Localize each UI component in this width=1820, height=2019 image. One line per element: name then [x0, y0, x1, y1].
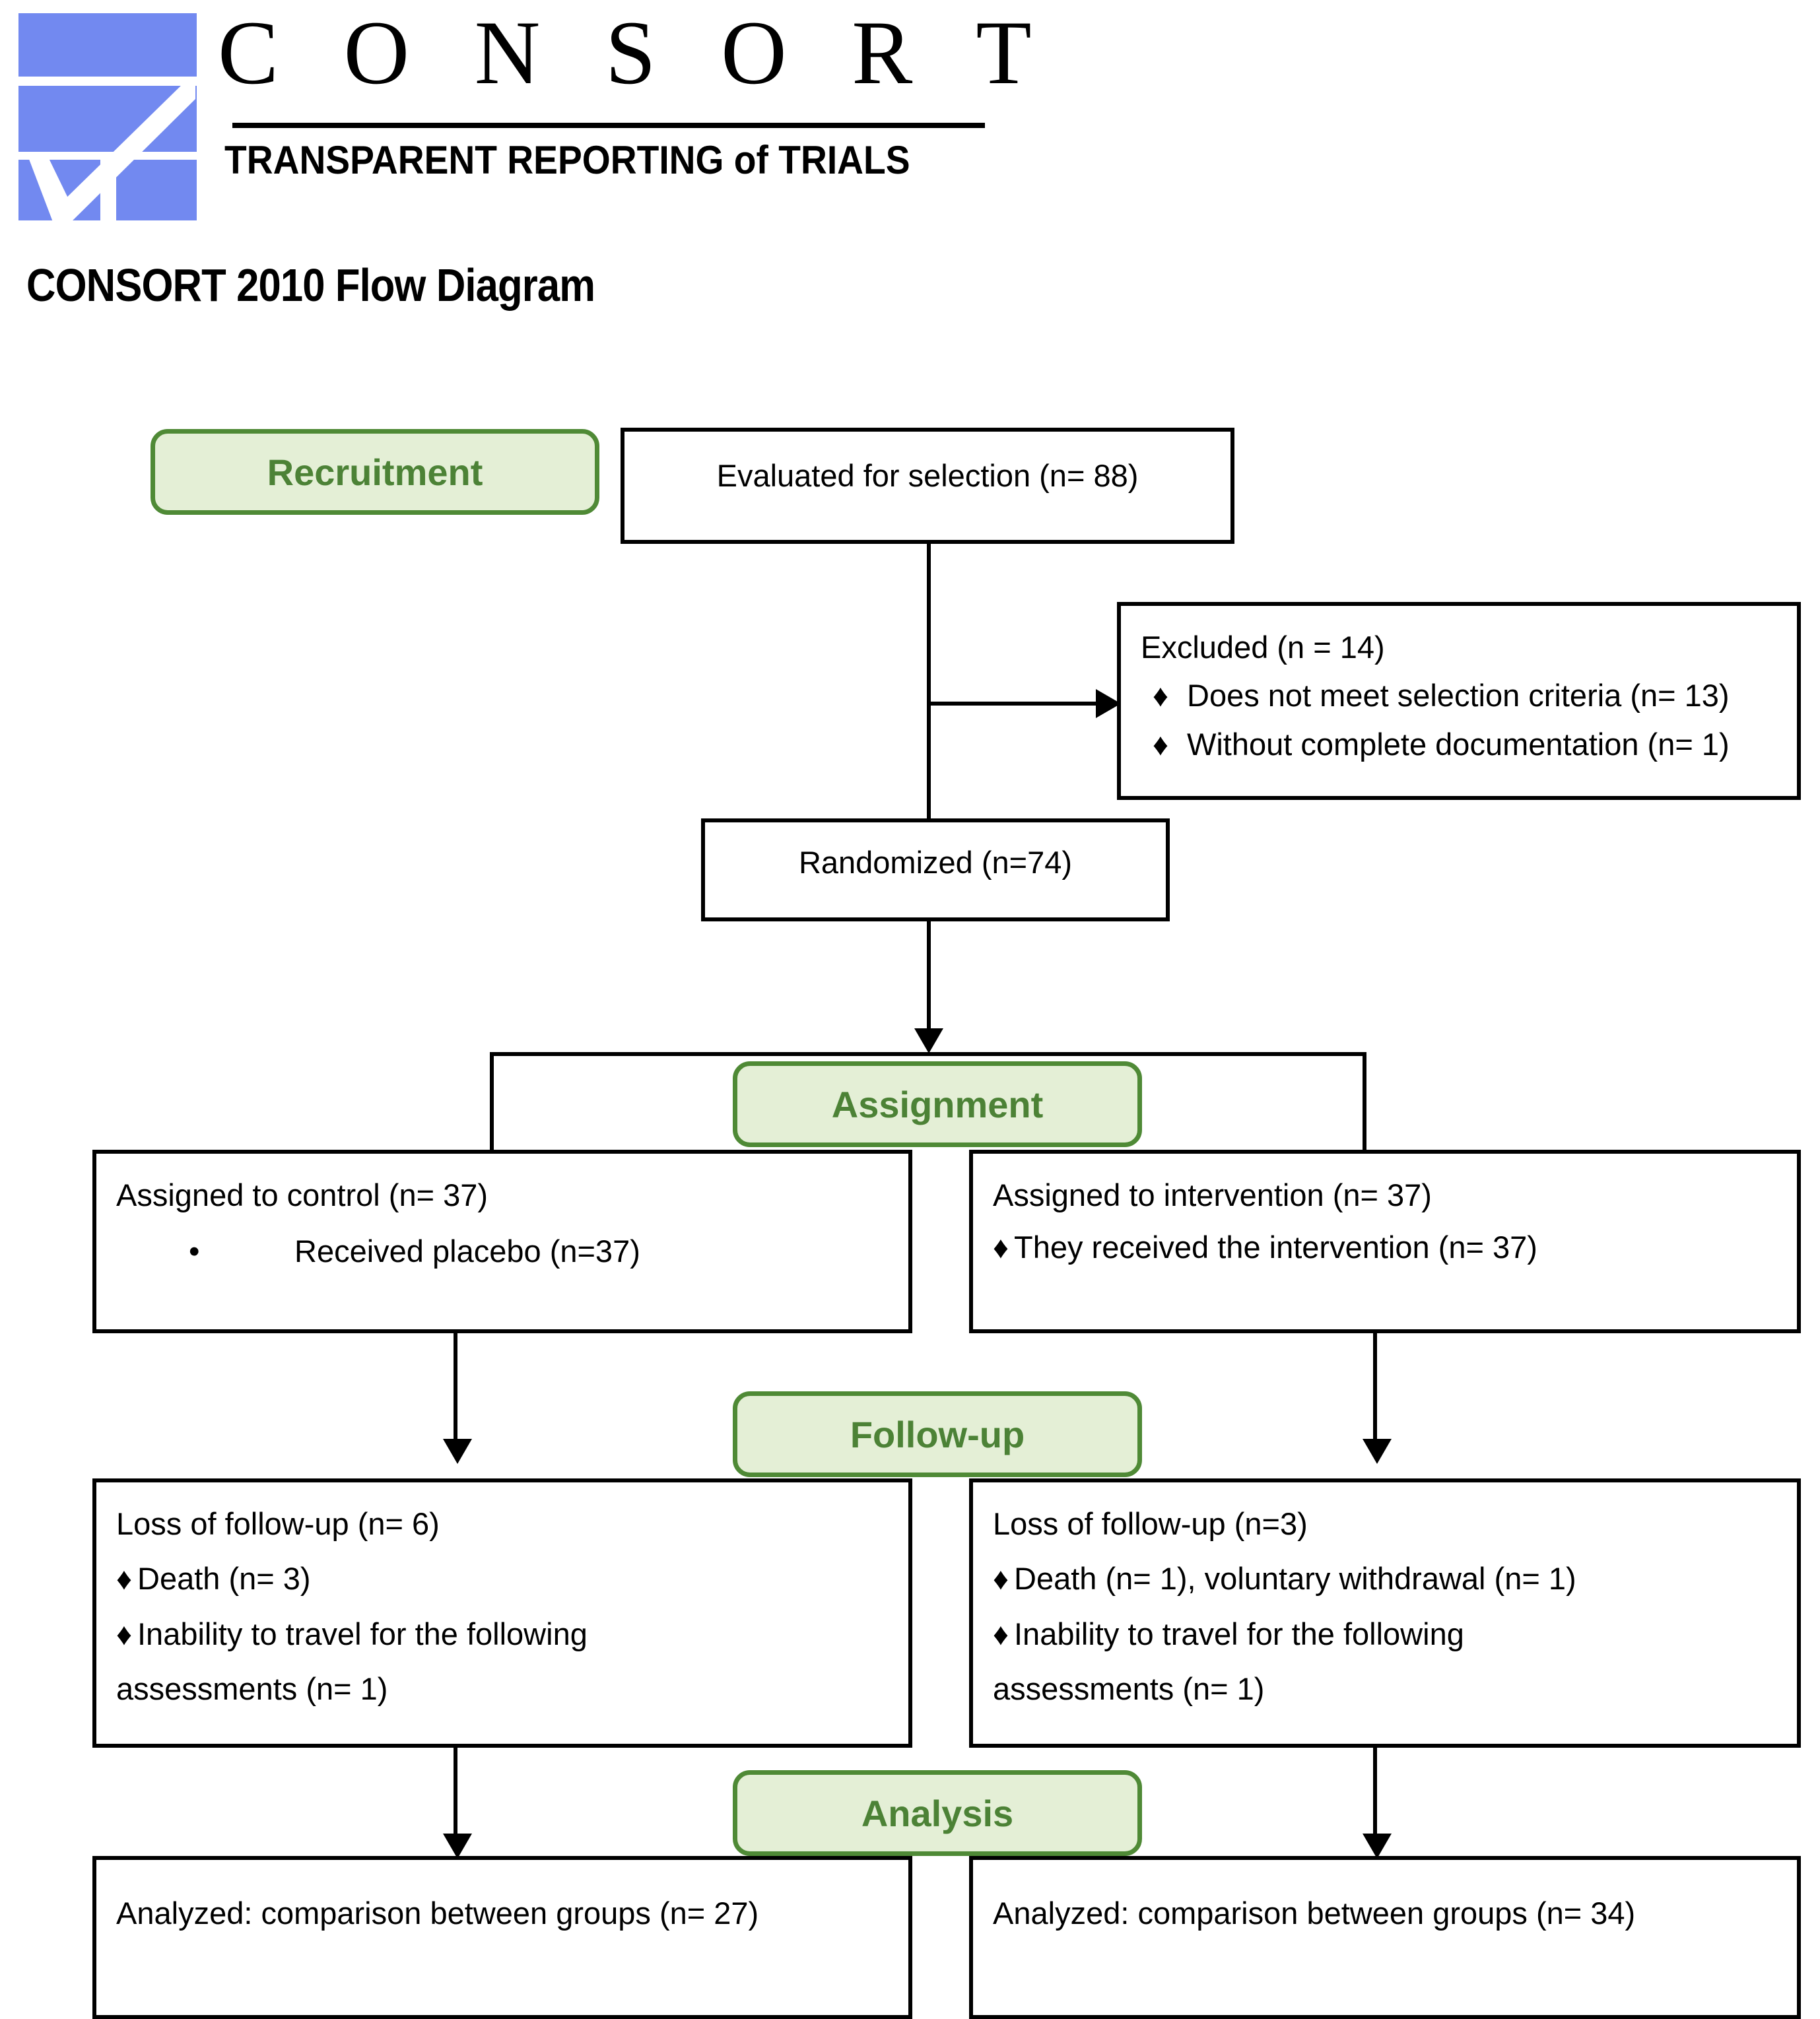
arrowhead-randomized-down — [914, 1028, 943, 1053]
excluded-title: Excluded (n = 14) — [1141, 630, 1385, 665]
evaluated-title: Evaluated for selection (n= 88) — [716, 458, 1139, 493]
connector-followup-to-analysis-right — [1373, 1746, 1377, 1838]
followup-intervention-item-0-text: Death (n= 1), voluntary withdrawal (n= 1… — [1014, 1561, 1576, 1597]
diamond-bullet-icon: ♦ — [993, 1616, 1009, 1651]
followup-control-item-0-text: Death (n= 3) — [137, 1561, 311, 1597]
stage-label-assignment: Assignment — [831, 1083, 1044, 1125]
box-evaluated: Evaluated for selection (n= 88) — [621, 428, 1234, 544]
analyzed-intervention-title: Analyzed: comparison between groups (n= … — [993, 1896, 1636, 1931]
round-bullet-icon: • — [189, 1234, 200, 1269]
diamond-bullet-icon: ♦ — [116, 1616, 132, 1651]
stage-label-followup: Follow-up — [850, 1413, 1025, 1455]
excluded-item-1: ♦ Without complete documentation (n= 1) — [1141, 725, 1777, 763]
followup-control-item-0: ♦ Death (n= 3) — [116, 1560, 889, 1597]
page-title: CONSORT 2010 Flow Diagram — [26, 259, 595, 311]
diamond-bullet-icon: ♦ — [993, 1561, 1009, 1597]
logo-block-bottom-right — [116, 160, 197, 220]
followup-control-title: Loss of follow-up (n= 6) — [116, 1506, 440, 1541]
box-assigned-intervention: Assigned to intervention (n= 37) ♦ They … — [969, 1150, 1801, 1333]
box-analyzed-intervention: Analyzed: comparison between groups (n= … — [969, 1856, 1801, 2019]
arrowhead-to-excluded — [1096, 689, 1121, 718]
box-randomized: Randomized (n=74) — [701, 818, 1170, 921]
diamond-bullet-icon: ♦ — [1153, 726, 1168, 762]
assigned-intervention-item-0-text: They received the intervention (n= 37) — [1014, 1230, 1537, 1265]
stage-pill-followup: Follow-up — [733, 1391, 1142, 1477]
box-followup-intervention: Loss of follow-up (n=3) ♦ Death (n= 1), … — [969, 1478, 1801, 1748]
stage-pill-analysis: Analysis — [733, 1770, 1142, 1856]
connector-control-to-followup — [454, 1332, 457, 1444]
followup-intervention-item-1: ♦ Inability to travel for the following — [993, 1615, 1777, 1653]
followup-control-item-1-text: Inability to travel for the following — [137, 1616, 588, 1651]
diamond-bullet-icon: ♦ — [116, 1561, 132, 1597]
arrowhead-control-followup — [443, 1439, 472, 1464]
excluded-item-0-text: Does not meet selection criteria (n= 13) — [1187, 678, 1730, 713]
assigned-intervention-title: Assigned to intervention (n= 37) — [993, 1177, 1432, 1212]
consort-logo — [18, 13, 197, 222]
followup-intervention-continuation: assessments (n= 1) — [993, 1671, 1265, 1706]
arrowhead-analysis-right — [1363, 1834, 1392, 1859]
connector-followup-to-analysis-left — [454, 1746, 457, 1838]
connector-split-left — [490, 1052, 494, 1177]
stage-pill-recruitment: Recruitment — [151, 429, 599, 515]
assigned-intervention-item-0: ♦ They received the intervention (n= 37) — [993, 1228, 1777, 1266]
stage-label-recruitment: Recruitment — [267, 451, 483, 493]
followup-intervention-title: Loss of follow-up (n=3) — [993, 1506, 1308, 1541]
checkmark-icon — [28, 83, 195, 222]
wordmark-divider — [232, 123, 985, 128]
connector-intervention-to-followup — [1373, 1332, 1377, 1444]
connector-evaluated-to-excluded — [927, 702, 1100, 706]
arrowhead-analysis-left — [443, 1834, 472, 1859]
excluded-item-0: ♦ Does not meet selection criteria (n= 1… — [1141, 677, 1777, 714]
assigned-control-item-0-text: Received placebo (n=37) — [294, 1234, 640, 1269]
followup-control-continuation: assessments (n= 1) — [116, 1671, 388, 1706]
connector-split-bar — [490, 1052, 1366, 1056]
box-followup-control: Loss of follow-up (n= 6) ♦ Death (n= 3) … — [92, 1478, 912, 1748]
consort-wordmark: C O N S O R T TRANSPARENT REPORTING of T… — [218, 2, 1053, 182]
diamond-bullet-icon: ♦ — [993, 1230, 1009, 1265]
followup-intervention-item-1-text: Inability to travel for the following — [1014, 1616, 1464, 1651]
arrowhead-intervention-followup — [1363, 1439, 1392, 1464]
diamond-bullet-icon: ♦ — [1153, 678, 1168, 713]
randomized-title: Randomized (n=74) — [798, 845, 1073, 880]
box-analyzed-control: Analyzed: comparison between groups (n= … — [92, 1856, 912, 2019]
logo-block-top — [18, 13, 197, 77]
box-excluded: Excluded (n = 14) ♦ Does not meet select… — [1117, 602, 1801, 800]
connector-randomized-down — [927, 921, 931, 1034]
wordmark-tagline: TRANSPARENT REPORTING of TRIALS — [224, 138, 910, 182]
box-assigned-control: Assigned to control (n= 37) • Received p… — [92, 1150, 912, 1333]
analyzed-control-title: Analyzed: comparison between groups (n= … — [116, 1896, 759, 1931]
excluded-item-1-text: Without complete documentation (n= 1) — [1187, 726, 1730, 762]
assigned-control-item-0: • Received placebo (n=37) — [116, 1232, 889, 1270]
stage-pill-assignment: Assignment — [733, 1061, 1142, 1147]
assigned-control-title: Assigned to control (n= 37) — [116, 1177, 489, 1212]
stage-label-analysis: Analysis — [861, 1792, 1014, 1834]
followup-control-item-1: ♦ Inability to travel for the following — [116, 1615, 889, 1653]
followup-intervention-item-0: ♦ Death (n= 1), voluntary withdrawal (n=… — [993, 1560, 1777, 1597]
wordmark-text: C O N S O R T — [218, 2, 1053, 103]
connector-evaluated-to-randomized — [927, 543, 931, 818]
connector-split-right — [1363, 1052, 1366, 1177]
